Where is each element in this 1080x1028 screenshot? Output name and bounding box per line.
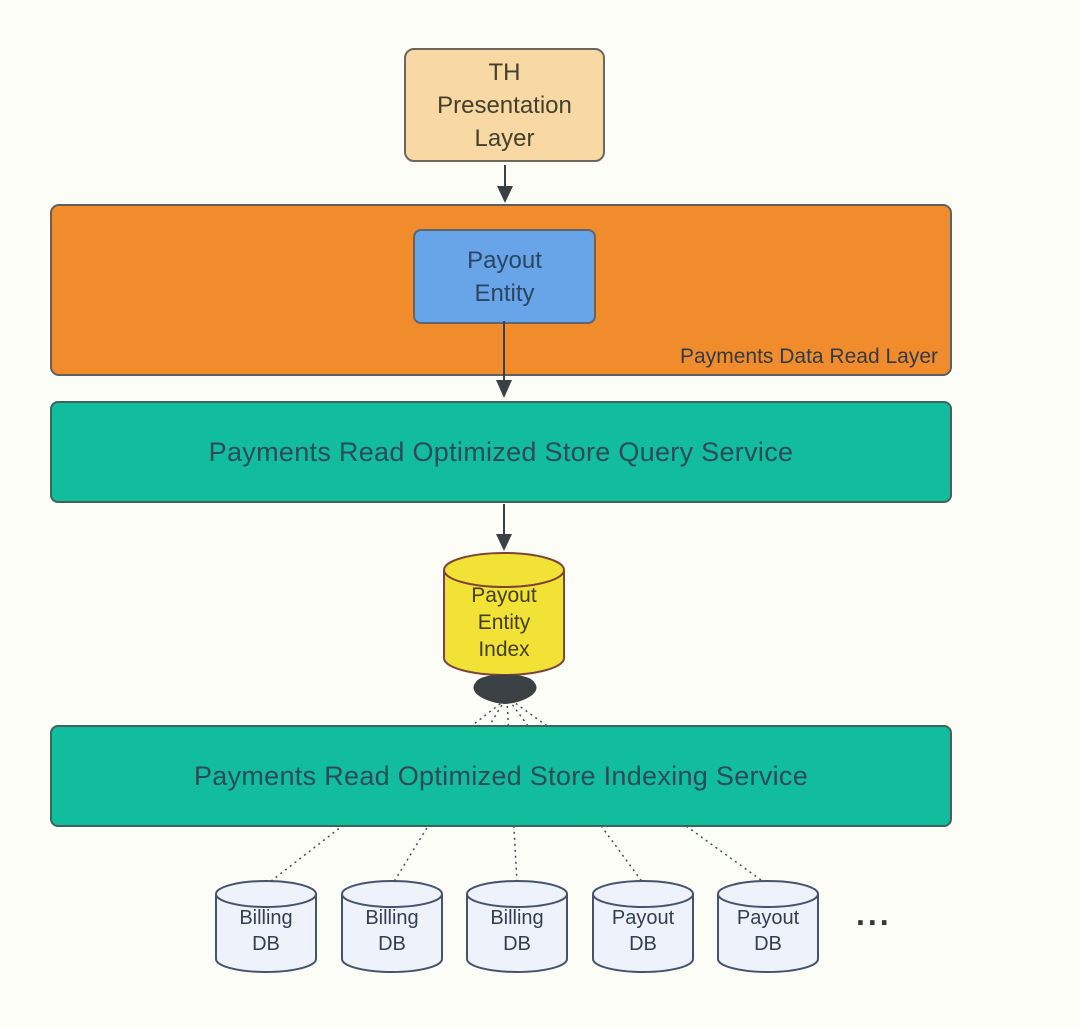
node-db-billing-3: Billing DB: [466, 880, 568, 974]
indexing-service-label: Payments Read Optimized Store Indexing S…: [193, 760, 809, 791]
node-db-billing-2: Billing DB: [341, 880, 443, 974]
arrow-head-2: [496, 380, 512, 398]
node-db-billing-1: Billing DB: [215, 880, 317, 974]
node-payments-data-read-layer: Payout Entity Payments Data Read Layer: [50, 204, 952, 376]
node-db-payout-1: Payout DB: [592, 880, 694, 974]
db-label: Payout DB: [736, 907, 800, 955]
node-indexing-service: Payments Read Optimized Store Indexing S…: [50, 725, 952, 827]
db-cylinder-shape: [215, 880, 317, 973]
query-service-label: Payments Read Optimized Store Query Serv…: [208, 436, 794, 467]
node-payout-entity-index: Payout Entity Index: [443, 552, 565, 676]
payments-data-read-layer-label: Payments Data Read Layer: [680, 345, 938, 368]
db-label: Payout DB: [611, 907, 675, 955]
db-label: Billing DB: [239, 907, 293, 955]
node-presentation-layer: TH Presentation Layer: [404, 48, 605, 162]
db-label: Billing DB: [490, 907, 544, 955]
more-databases-ellipsis: ...: [856, 896, 892, 932]
node-payout-entity: Payout Entity: [413, 229, 596, 324]
payout-entity-label: Payout Entity: [467, 246, 542, 307]
arrowhead-fan: [473, 674, 537, 704]
db-cylinder-shape: [341, 880, 443, 973]
node-query-service: Payments Read Optimized Store Query Serv…: [50, 401, 952, 503]
payout-entity-index-label: Payout Entity Index: [471, 584, 537, 661]
node-db-payout-2: Payout DB: [717, 880, 819, 974]
arrow-head-3: [496, 534, 512, 551]
db-cylinder-shape: [717, 880, 819, 973]
presentation-layer-label: TH Presentation Layer: [437, 58, 572, 152]
arrow-head-1: [497, 186, 513, 203]
db-label: Billing DB: [365, 907, 419, 955]
